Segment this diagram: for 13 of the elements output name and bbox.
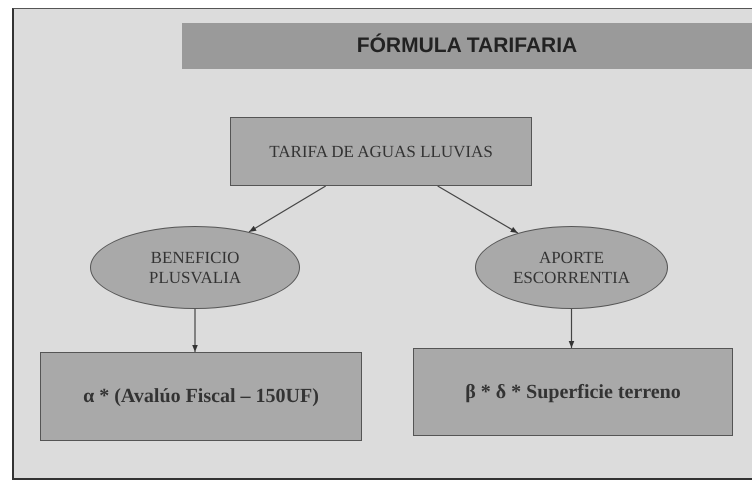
title-banner: FÓRMULA TARIFARIA xyxy=(182,23,752,69)
process-box xyxy=(413,348,733,436)
process-box xyxy=(40,352,362,441)
node-text: TARIFA DE AGUAS LLUVIAS xyxy=(268,142,494,162)
node-text: BENEFICIO PLUSVALIA xyxy=(148,248,242,288)
arrow xyxy=(437,185,518,234)
process-box xyxy=(230,117,532,186)
arrow xyxy=(192,309,198,352)
node-text: APORTE ESCORRENTIA xyxy=(512,248,632,288)
node-text: β * δ * Superficie terreno xyxy=(464,380,682,404)
arrow xyxy=(248,185,326,232)
arrow xyxy=(568,309,574,348)
node-text: α * (Avalúo Fiscal – 150UF) xyxy=(82,385,320,408)
